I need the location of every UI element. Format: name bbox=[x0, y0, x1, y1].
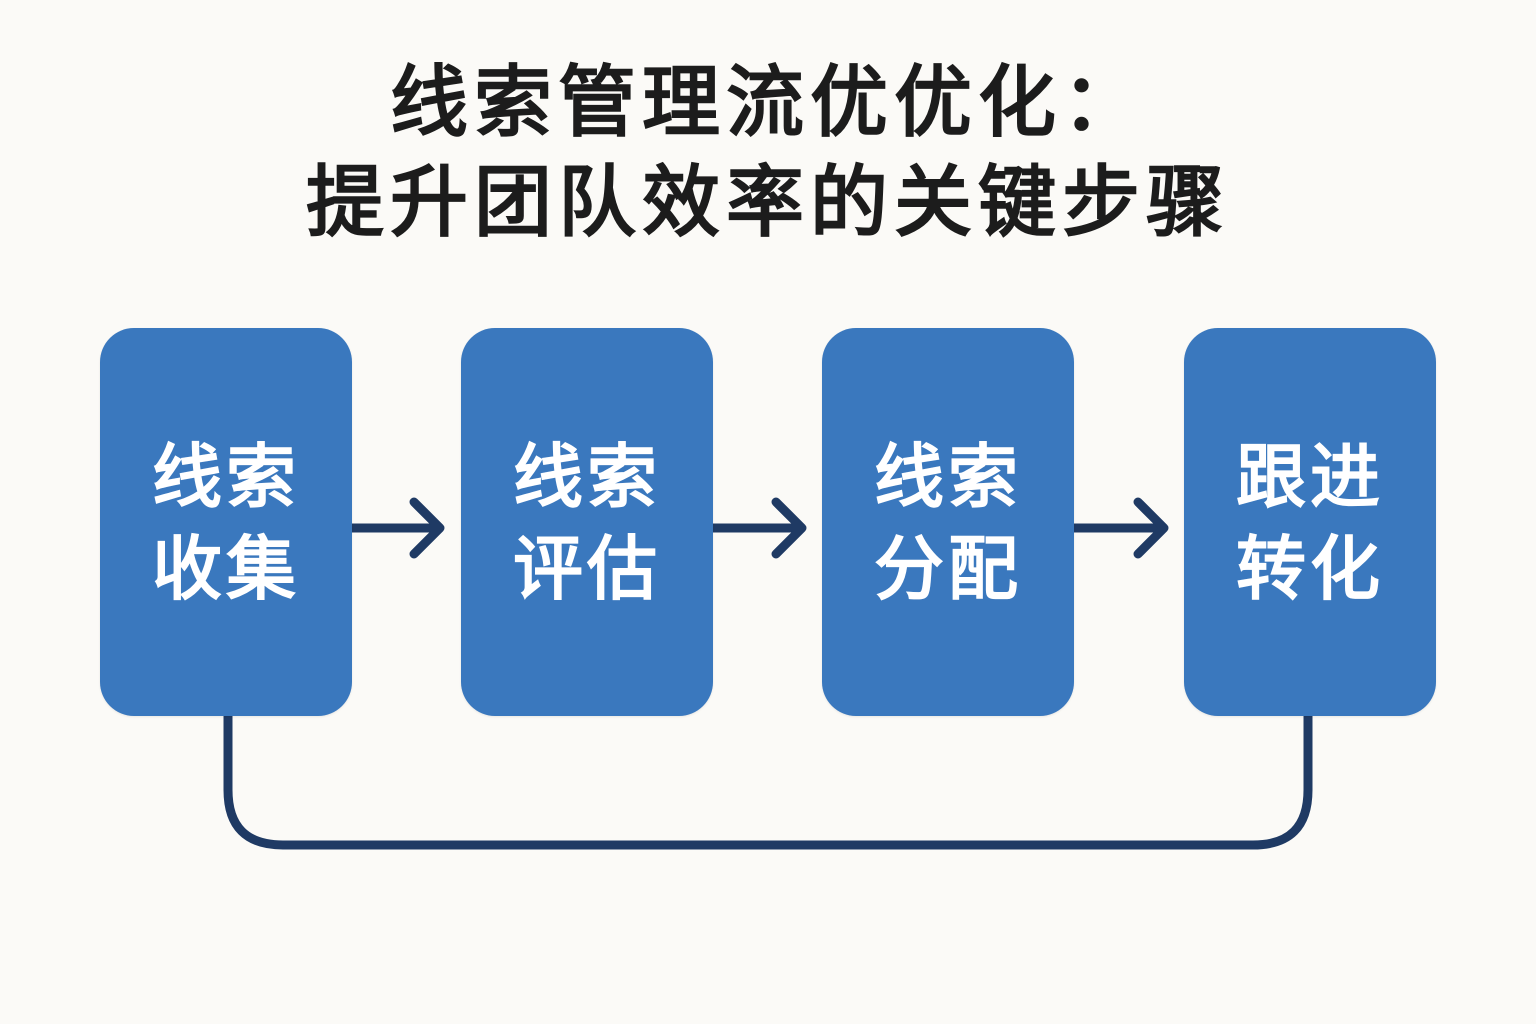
step-label-line-1: 线索 bbox=[152, 436, 300, 518]
title-line-2: 提升团队效率的关键步骤 bbox=[305, 158, 1230, 248]
step-label-line-1: 跟进 bbox=[1236, 436, 1384, 518]
arrowhead-step1-to-step2 bbox=[409, 497, 445, 559]
step-label-line-2: 分配 bbox=[874, 528, 1022, 610]
step-label-line-1: 线索 bbox=[874, 436, 1022, 518]
step-label-line-2: 收集 bbox=[152, 528, 300, 610]
step-label-line-2: 转化 bbox=[1236, 528, 1384, 610]
step-box-follow-up-conversion: 跟进 转化 bbox=[1184, 328, 1436, 716]
feedback-loop-line bbox=[223, 711, 1313, 850]
step-label-line-2: 评估 bbox=[513, 528, 661, 610]
step-label-line-1: 线索 bbox=[513, 436, 661, 518]
arrowhead-step3-to-step4 bbox=[1133, 497, 1169, 559]
step-box-lead-assignment: 线索 分配 bbox=[822, 328, 1074, 716]
title-line-1: 线索管理流优优化： bbox=[389, 58, 1146, 148]
arrowhead-step2-to-step3 bbox=[771, 497, 807, 559]
step-box-lead-collection: 线索 收集 bbox=[100, 328, 352, 716]
step-box-lead-evaluation: 线索 评估 bbox=[461, 328, 713, 716]
